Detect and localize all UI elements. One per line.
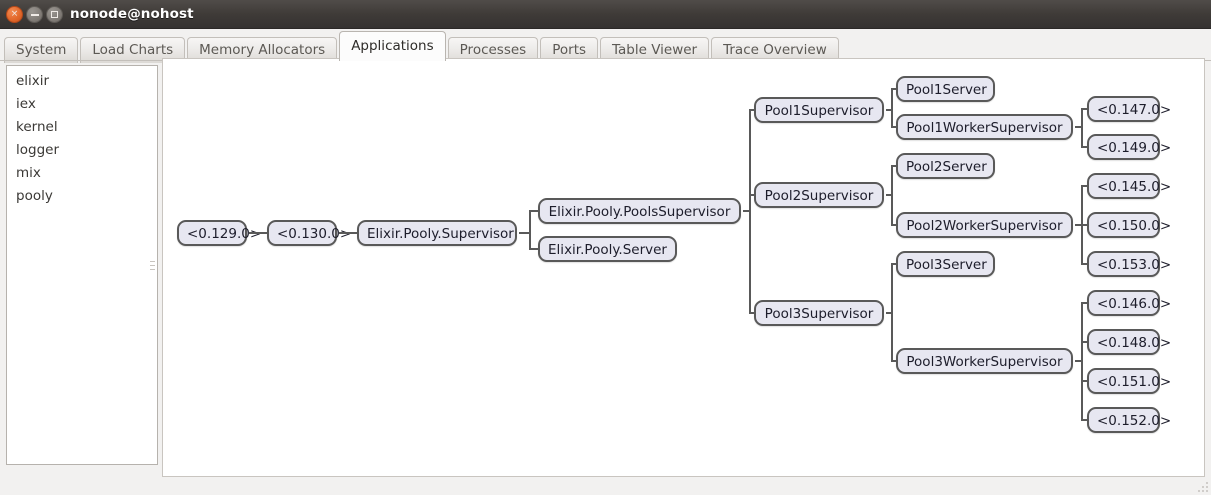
- scroll-mark: [150, 261, 155, 262]
- tree-edge: [519, 232, 529, 234]
- tree-node[interactable]: <0.130.0>: [267, 220, 351, 246]
- tree-node[interactable]: <0.151.0>: [1087, 368, 1171, 394]
- tree-edge: [749, 312, 754, 314]
- tree-node[interactable]: Pool2Supervisor: [754, 182, 884, 208]
- tree-edge: [1075, 360, 1081, 362]
- maximize-glyph: [47, 7, 62, 22]
- tree-edge: [886, 194, 891, 196]
- tree-node[interactable]: <0.152.0>: [1087, 407, 1171, 433]
- list-item-iex[interactable]: iex: [16, 96, 36, 112]
- list-item-mix[interactable]: mix: [16, 165, 41, 181]
- tree-edge: [891, 88, 896, 90]
- supervision-tree-canvas: <0.129.0><0.130.0>Elixir.Pooly.Superviso…: [163, 59, 1204, 476]
- tree-edge: [1081, 302, 1087, 304]
- tree-node[interactable]: Pool3Supervisor: [754, 300, 884, 326]
- tree-node[interactable]: Pool1Supervisor: [754, 97, 884, 123]
- tree-edge: [891, 263, 896, 265]
- tree-edge: [1075, 224, 1081, 226]
- tab-system[interactable]: System: [4, 37, 79, 63]
- tree-edge: [1081, 224, 1087, 226]
- tree-edge: [1081, 146, 1087, 148]
- tree-edge: [891, 165, 893, 224]
- scroll-mark: [150, 265, 155, 266]
- tree-edge: [886, 109, 891, 111]
- minimize-glyph: [27, 7, 42, 22]
- application-list-panel[interactable]: elixir iex kernel logger mix pooly: [6, 65, 158, 465]
- list-item-kernel[interactable]: kernel: [16, 119, 58, 135]
- window-resize-grip[interactable]: [1194, 478, 1208, 492]
- tree-edge: [886, 312, 891, 314]
- window-titlebar: × nonode@nohost: [0, 0, 1211, 29]
- list-scrollbar[interactable]: [150, 261, 155, 279]
- tree-edge: [749, 109, 754, 111]
- tree-edge: [891, 126, 896, 128]
- tree-edge: [891, 360, 896, 362]
- tree-node[interactable]: Elixir.Pooly.Supervisor: [357, 220, 517, 246]
- tree-edge: [743, 210, 749, 212]
- tree-edge: [749, 109, 751, 312]
- tree-node[interactable]: <0.153.0>: [1087, 251, 1171, 277]
- close-glyph: ×: [10, 9, 19, 19]
- tree-edge: [1081, 380, 1087, 382]
- tree-node[interactable]: <0.149.0>: [1087, 134, 1171, 160]
- tab-applications[interactable]: Applications: [339, 31, 446, 61]
- tree-edge: [1081, 341, 1087, 343]
- tree-node[interactable]: <0.129.0>: [177, 220, 261, 246]
- tree-edge: [1081, 108, 1087, 110]
- list-item-logger[interactable]: logger: [16, 142, 60, 158]
- tree-node[interactable]: Pool1Server: [896, 76, 995, 102]
- tree-node[interactable]: Pool2Server: [896, 153, 995, 179]
- minimize-icon[interactable]: [26, 6, 43, 23]
- close-icon[interactable]: ×: [6, 6, 23, 23]
- tree-node[interactable]: <0.147.0>: [1087, 96, 1171, 122]
- tree-edge: [529, 248, 538, 250]
- tree-node[interactable]: Elixir.Pooly.Server: [538, 236, 677, 262]
- tree-edge: [891, 165, 896, 167]
- tree-node[interactable]: Pool1WorkerSupervisor: [896, 114, 1073, 140]
- tree-edge: [1081, 263, 1087, 265]
- maximize-icon[interactable]: [46, 6, 63, 23]
- tree-edge: [891, 224, 896, 226]
- tree-edge: [258, 232, 267, 234]
- window-title: nonode@nohost: [70, 6, 194, 22]
- tree-edge: [1081, 185, 1087, 187]
- tree-node[interactable]: Pool2WorkerSupervisor: [896, 212, 1073, 238]
- list-item-elixir[interactable]: elixir: [16, 73, 50, 89]
- tree-node[interactable]: Pool3Server: [896, 251, 995, 277]
- supervision-tree-panel[interactable]: <0.129.0><0.130.0>Elixir.Pooly.Superviso…: [162, 58, 1205, 477]
- tree-edge: [891, 263, 893, 360]
- tree-edge: [249, 232, 258, 234]
- scroll-mark: [150, 269, 155, 270]
- tree-node[interactable]: Elixir.Pooly.PoolsSupervisor: [538, 198, 741, 224]
- tree-edge: [1081, 419, 1087, 421]
- tree-edge: [348, 232, 357, 234]
- tree-edge: [1075, 126, 1081, 128]
- list-item-pooly[interactable]: pooly: [16, 188, 53, 204]
- application-list: elixir iex kernel logger mix pooly: [7, 70, 157, 208]
- tree-edge: [1081, 108, 1083, 146]
- window-controls: ×: [6, 6, 63, 23]
- tree-edge: [339, 232, 348, 234]
- tree-edge: [891, 88, 893, 126]
- tree-edge: [749, 194, 754, 196]
- tree-node[interactable]: <0.146.0>: [1087, 290, 1171, 316]
- tree-edge: [529, 210, 538, 212]
- tree-edge: [1081, 302, 1083, 419]
- tree-node[interactable]: Pool3WorkerSupervisor: [896, 348, 1073, 374]
- tree-node[interactable]: <0.148.0>: [1087, 329, 1171, 355]
- tree-node[interactable]: <0.150.0>: [1087, 212, 1171, 238]
- tree-node[interactable]: <0.145.0>: [1087, 173, 1171, 199]
- tree-edge: [529, 210, 531, 248]
